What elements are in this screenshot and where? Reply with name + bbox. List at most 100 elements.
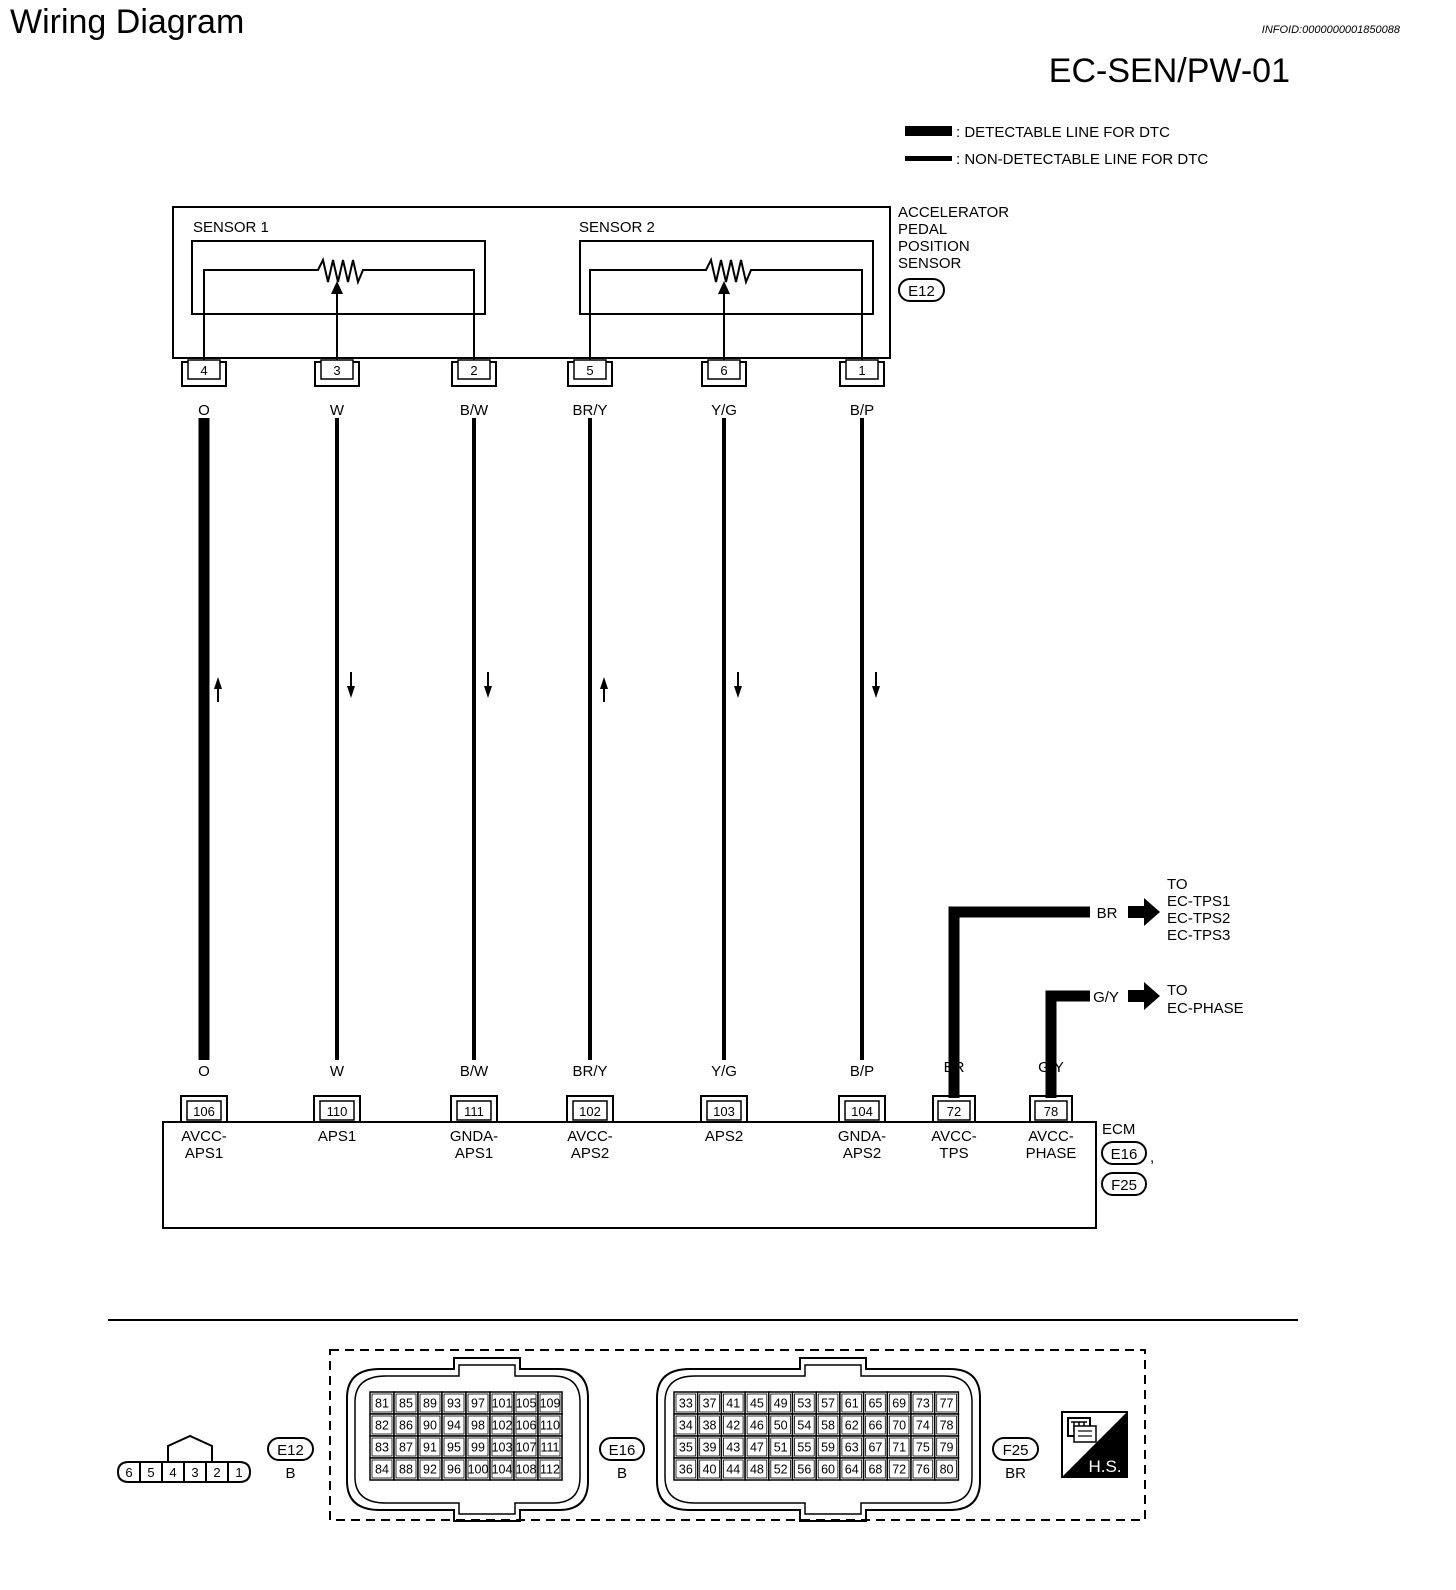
- e16-cavity: 100: [465, 1457, 491, 1481]
- legend: : DETECTABLE LINE FOR DTC : NON-DETECTAB…: [905, 124, 1208, 168]
- e12-cavity: 6: [116, 1461, 141, 1483]
- connector-dashed-frame: [329, 1349, 1146, 1521]
- f25-cavity: 73: [910, 1391, 936, 1415]
- e16-cavity-number: 97: [471, 1397, 485, 1411]
- e16-shell-inner: [354, 1364, 581, 1515]
- e16-cavity: 96: [441, 1457, 467, 1481]
- arrow-up-icon: [214, 677, 222, 702]
- harness-connector-icon: [1067, 1417, 1097, 1443]
- ecm-pin-label-line: AVCC-: [567, 1128, 613, 1145]
- sensor2-potentiometer: [589, 257, 863, 366]
- f25-cavity: 65: [862, 1391, 889, 1415]
- f25-cavity-number: 51: [774, 1441, 788, 1455]
- ecm-pin-label-line: APS2: [705, 1128, 743, 1145]
- f25-cavity-number: 43: [726, 1441, 740, 1455]
- e16-cavity-number: 103: [492, 1441, 513, 1455]
- e16-cavity: 95: [441, 1435, 467, 1459]
- e16-cavity-number: 89: [423, 1397, 437, 1411]
- ecm-pin-inner: [319, 1100, 355, 1121]
- e16-cavity: 99: [465, 1435, 491, 1459]
- branch-to-line-3: EC-TPS2: [1167, 910, 1230, 927]
- ecm-pin-label-line: APS2: [571, 1145, 609, 1162]
- e12-cavity: 5: [139, 1461, 163, 1483]
- sensor-pin-inner: [845, 359, 879, 380]
- ecm-box: [162, 1121, 1097, 1229]
- f25-cavity-number: 56: [797, 1463, 811, 1477]
- e16-cavity: 98: [465, 1413, 491, 1437]
- f25-cavity: 77: [933, 1391, 960, 1415]
- sensor-pin: 5: [567, 359, 613, 387]
- f25-cavity-number: 41: [726, 1397, 740, 1411]
- f25-cavity-number: 55: [797, 1441, 811, 1455]
- e16-cavity: 90: [417, 1413, 443, 1437]
- f25-cavity: 71: [886, 1435, 912, 1459]
- e16-cavity-number: 94: [447, 1419, 461, 1433]
- f25-cavity-number: 77: [940, 1397, 954, 1411]
- f25-cavity-number: 58: [821, 1419, 835, 1433]
- sensor-pin-number: 2: [470, 363, 477, 378]
- e16-cavity: 110: [537, 1413, 563, 1437]
- ecm-pin: 103: [700, 1095, 748, 1123]
- sensor-pin-number: 6: [720, 363, 727, 378]
- sensor-pin: 1: [839, 359, 885, 387]
- f25-cavity-number: 68: [868, 1463, 882, 1477]
- ecm-pin: 104: [838, 1095, 886, 1123]
- e12-cavity-number: 1: [235, 1465, 242, 1480]
- ecm-connector-oval-e16: [1101, 1141, 1147, 1165]
- e16-cavity: 91: [417, 1435, 443, 1459]
- e16-cavity: 109: [537, 1391, 563, 1415]
- f25-cavity-number: 47: [750, 1441, 764, 1455]
- e16-cavity-number: 82: [375, 1419, 389, 1433]
- page-code: EC-SEN/PW-01: [1049, 52, 1290, 90]
- ecm-wire-color-gy: G/Y: [1038, 1059, 1064, 1076]
- wires-layer: 4OO106AVCC-APS13WW110APS12B/WB/W111GNDA-…: [180, 359, 886, 1162]
- arrow-down-icon: [347, 672, 355, 698]
- e16-cavity: 85: [393, 1391, 419, 1415]
- wire-color-top: O: [198, 402, 210, 419]
- f25-cavity-number: 60: [821, 1463, 835, 1477]
- e12-cavity: 3: [183, 1461, 207, 1483]
- branch-arrow-br-icon: [1128, 898, 1160, 926]
- f25-shell: [656, 1357, 981, 1522]
- sensor-pin-inner: [187, 359, 221, 380]
- f25-cavity-number: 45: [750, 1397, 764, 1411]
- f25-cavity: 54: [791, 1413, 817, 1437]
- f25-cavity: 34: [673, 1413, 699, 1437]
- f25-cavity: 43: [720, 1435, 746, 1459]
- branch-to-phase-line-2: EC-PHASE: [1167, 1000, 1244, 1017]
- f25-cavity: 56: [791, 1457, 817, 1481]
- sensor-pin-inner: [457, 359, 491, 380]
- e16-cavity: 104: [489, 1457, 515, 1481]
- e16-cavity: 102: [489, 1413, 515, 1437]
- e16-cavity-number: 110: [540, 1419, 560, 1433]
- branch-wire-gy: [1045, 990, 1090, 1098]
- wire-color-top: W: [330, 402, 345, 419]
- f25-cavity-number: 75: [916, 1441, 930, 1455]
- sensor1-box: [191, 240, 486, 315]
- f25-cavity-number: 80: [940, 1463, 954, 1477]
- hs-badge: H.S.: [1061, 1411, 1128, 1478]
- e16-cavity: 92: [417, 1457, 443, 1481]
- e16-cavity-number: 99: [471, 1441, 485, 1455]
- f25-cavity-number: 63: [845, 1441, 859, 1455]
- branch-to-line-4: EC-TPS3: [1167, 927, 1230, 944]
- f25-cavity: 33: [673, 1391, 699, 1415]
- ecm-connector-id-f25: F25: [1111, 1177, 1137, 1194]
- branch-wire-color-br: BR: [1097, 905, 1118, 922]
- ecm-pin-inner: [937, 1100, 971, 1121]
- f25-cavity: 53: [791, 1391, 817, 1415]
- e16-cavity-number: 95: [447, 1441, 461, 1455]
- e16-cavity-number: 92: [423, 1463, 437, 1477]
- sensor-name-line-4: SENSOR: [898, 255, 962, 272]
- sensor-connector-id: E12: [908, 283, 935, 300]
- f25-cavity-number: 37: [703, 1397, 717, 1411]
- arrow-down-icon: [734, 672, 742, 698]
- ecm-pin-outer: [932, 1095, 976, 1123]
- ecm-pin: 110: [313, 1095, 361, 1123]
- ecm-pin: 102: [566, 1095, 614, 1123]
- wire-color-bottom: B/W: [460, 1063, 489, 1080]
- ecm-pin-label-78-line-2: PHASE: [1026, 1145, 1077, 1162]
